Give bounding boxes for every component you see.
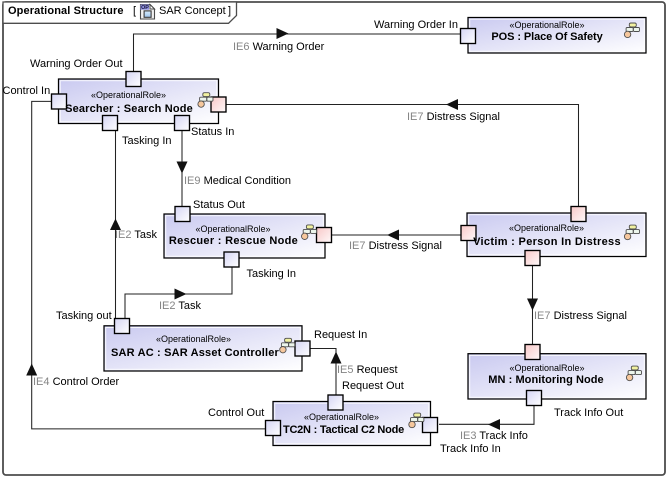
svg-text:OP: OP bbox=[141, 5, 149, 11]
